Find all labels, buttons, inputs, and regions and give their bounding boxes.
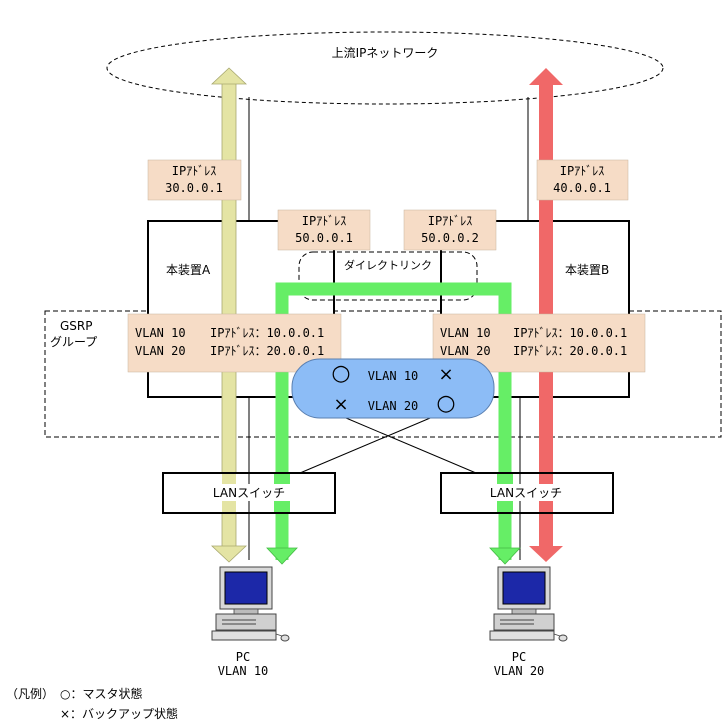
svg-text:VLAN 20: VLAN 20	[440, 344, 491, 358]
vlan20-left-state: ×	[333, 394, 348, 415]
vlan-ip-right: VLAN 10 IPｱﾄﾞﾚｽ：10.0.0.1 VLAN 20 IPｱﾄﾞﾚｽ…	[432, 313, 646, 373]
svg-text:IPｱﾄﾞﾚｽ: IPｱﾄﾞﾚｽ	[428, 214, 472, 228]
gsrp-label-line2: グループ	[50, 335, 97, 349]
lan-switch-left-label: LANスイッチ	[213, 486, 285, 500]
vlan20-right-state: ○	[436, 391, 455, 416]
green-arrowhead-left	[266, 547, 298, 565]
pc-right-icon	[489, 566, 568, 642]
direct-link-ip-right: IPｱﾄﾞﾚｽ 50.0.0.2	[403, 209, 497, 251]
vlan10-left-state: ○	[331, 361, 350, 386]
vlan10-right-state: ×	[438, 364, 453, 385]
svg-text:VLAN 10: VLAN 10	[440, 326, 491, 340]
device-b-label: 本装置B	[565, 263, 609, 277]
vlan10-label: VLAN 10	[368, 369, 419, 383]
legend-master: ○：マスタ状態	[60, 686, 142, 701]
green-arrowhead-right	[489, 547, 521, 565]
pc-right-label-line1: PC	[512, 650, 526, 664]
svg-text:IPｱﾄﾞﾚｽ: IPｱﾄﾞﾚｽ	[172, 164, 216, 178]
pc-left-label-line1: PC	[236, 650, 250, 664]
cross-link-1	[299, 412, 443, 474]
pc-left-icon	[211, 566, 290, 642]
lan-switch-right: LANスイッチ	[440, 472, 614, 514]
svg-text:VLAN 10: VLAN 10	[135, 326, 186, 340]
legend-prefix: （凡例）	[6, 687, 54, 701]
upstream-network-label: 上流IPネットワーク	[332, 46, 439, 60]
svg-text:30.0.0.1: 30.0.0.1	[165, 181, 223, 195]
svg-text:40.0.0.1: 40.0.0.1	[553, 181, 611, 195]
svg-text:50.0.0.1: 50.0.0.1	[295, 231, 353, 245]
svg-text:IPｱﾄﾞﾚｽ: IPｱﾄﾞﾚｽ	[560, 164, 604, 178]
green-traffic-path	[275, 282, 512, 560]
svg-text:IPｱﾄﾞﾚｽ：20.0.0.1: IPｱﾄﾞﾚｽ：20.0.0.1	[513, 344, 627, 358]
svg-text:50.0.0.2: 50.0.0.2	[421, 231, 479, 245]
vlan20-label: VLAN 20	[368, 399, 419, 413]
svg-text:IPｱﾄﾞﾚｽ：10.0.0.1: IPｱﾄﾞﾚｽ：10.0.0.1	[513, 326, 627, 340]
vlan-state-panel: ○ VLAN 10 × × VLAN 20 ○	[291, 358, 495, 419]
svg-text:IPｱﾄﾞﾚｽ: IPｱﾄﾞﾚｽ	[302, 214, 346, 228]
direct-link-ip-left: IPｱﾄﾞﾚｽ 50.0.0.1	[277, 209, 371, 251]
direct-link-group	[298, 251, 478, 301]
lan-switch-right-label: LANスイッチ	[490, 486, 562, 500]
upstream-network-cloud	[106, 31, 664, 105]
cross-link-2	[345, 417, 477, 474]
svg-text:IPｱﾄﾞﾚｽ：20.0.0.1: IPｱﾄﾞﾚｽ：20.0.0.1	[210, 344, 324, 358]
pc-left-label-line2: VLAN 10	[218, 664, 269, 678]
gsrp-group-box	[44, 310, 722, 438]
gsrp-label-line1: GSRP	[60, 319, 93, 333]
pc-right-label-line2: VLAN 20	[494, 664, 545, 678]
legend-backup: ×：バックアップ状態	[60, 706, 178, 721]
upstream-ip-right: IPｱﾄﾞﾚｽ 40.0.0.1	[536, 159, 629, 201]
svg-text:VLAN 20: VLAN 20	[135, 344, 186, 358]
direct-link-label: ダイレクトリンク	[344, 258, 432, 272]
device-a-label: 本装置A	[166, 263, 211, 277]
upstream-ip-left: IPｱﾄﾞﾚｽ 30.0.0.1	[147, 159, 242, 201]
vlan-ip-left: VLAN 10 IPｱﾄﾞﾚｽ：10.0.0.1 VLAN 20 IPｱﾄﾞﾚｽ…	[127, 313, 342, 373]
svg-text:IPｱﾄﾞﾚｽ：10.0.0.1: IPｱﾄﾞﾚｽ：10.0.0.1	[210, 326, 324, 340]
lan-switch-left: LANスイッチ	[162, 472, 336, 514]
direct-link-label-bg	[338, 256, 438, 273]
